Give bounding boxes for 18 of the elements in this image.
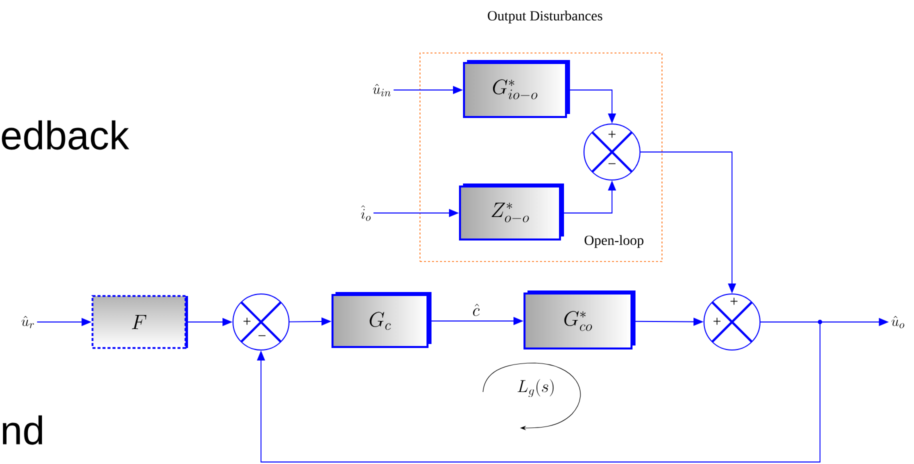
signal-label: $\hat{u}_{o}$ bbox=[891, 316, 904, 328]
arrow bbox=[256, 322, 820, 462]
transfer-function-block: $G^{*}_{io-o}$ bbox=[463, 60, 570, 118]
summing-junction: + − bbox=[232, 294, 290, 350]
slide-text: edback bbox=[2, 120, 130, 150]
transfer-function-block: $Z^{*}_{o-o}$ bbox=[459, 184, 564, 240]
summing-junction: + − bbox=[584, 124, 640, 180]
node-label: Output Disturbances bbox=[488, 10, 602, 24]
signal-label: $\hat{u}_{in}$ bbox=[372, 84, 391, 96]
loop-gain-label: $L_{g}(s)$ bbox=[518, 379, 554, 398]
edge-label: $\hat{c}$ bbox=[473, 304, 480, 316]
transfer-function-block: $F$ bbox=[92, 295, 188, 349]
signal-label: $\hat{u}_{r}$ bbox=[22, 316, 34, 328]
slide-text: nd bbox=[2, 415, 42, 445]
signal-label: $\hat{i}_{o}$ bbox=[361, 205, 371, 221]
transfer-function-block: $G^{*}_{co}$ bbox=[524, 290, 636, 350]
transfer-function-block: $G_{c}$ bbox=[332, 292, 432, 348]
summing-junction: + + bbox=[704, 294, 760, 350]
